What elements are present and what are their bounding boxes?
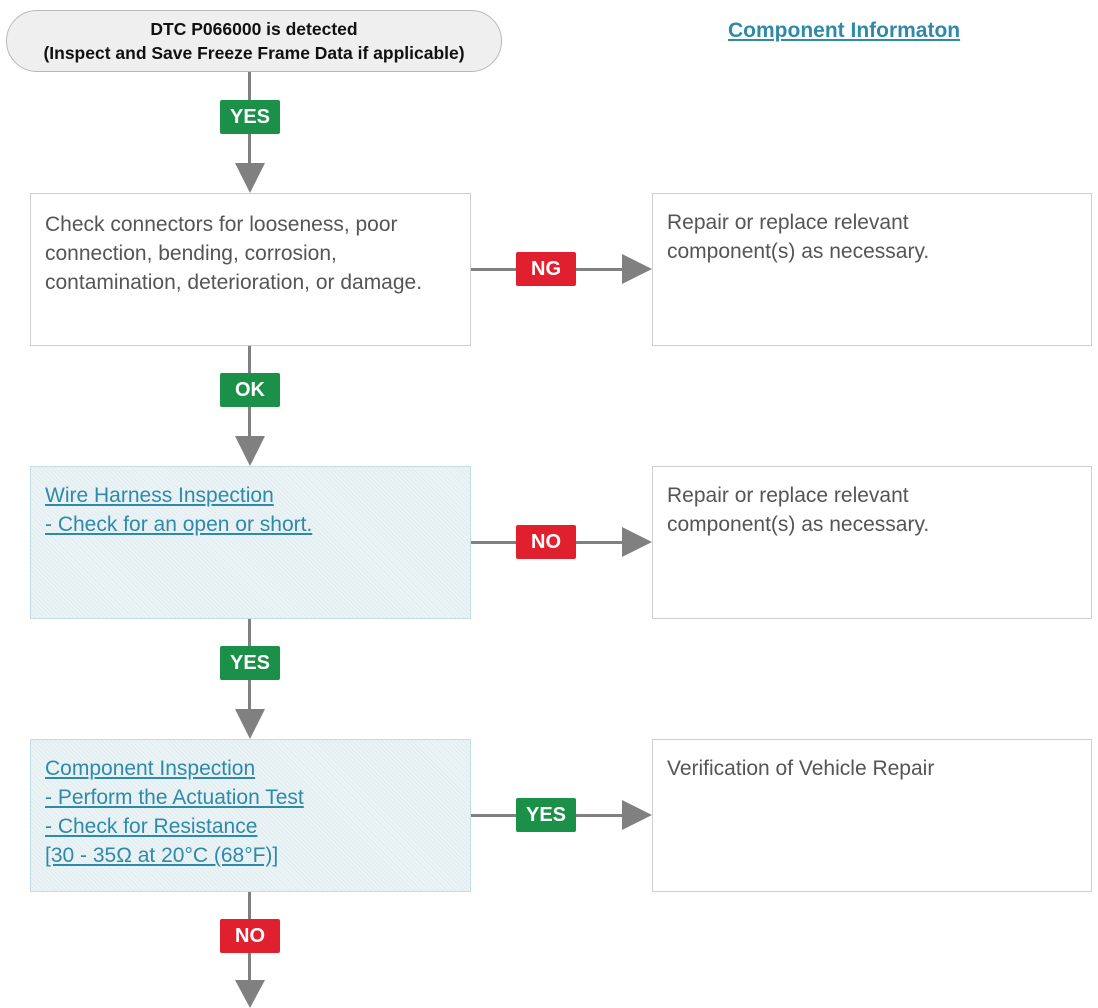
label-step1-ok: OK [220,373,280,407]
result1-repair-replace: Repair or replace relevant component(s) … [652,193,1092,346]
start-subtitle: (Inspect and Save Freeze Frame Data if a… [43,43,465,63]
component-information-link[interactable]: Component Informaton [728,19,961,42]
arrow-down-icon [235,436,265,466]
arrow-right-icon [622,527,652,557]
check-open-short-link[interactable]: - Check for an open or short. [45,513,313,536]
label-step2-no: NO [516,525,576,559]
step1-line: Check connectors for looseness, poor [45,213,398,236]
result3-verification: Verification of Vehicle Repair [652,739,1092,892]
label-step3-no: NO [220,919,280,953]
start-title: DTC P066000 is detected [150,19,358,39]
label-step1-ng: NG [516,252,576,286]
label-step3-yes: YES [516,798,576,832]
result2-line: component(s) as necessary. [667,513,930,536]
step2-wire-harness-inspection: Wire Harness Inspection - Check for an o… [30,466,471,619]
label-step2-yes: YES [220,646,280,680]
step1-line: connection, bending, corrosion, [45,242,337,265]
arrow-right-icon [622,800,652,830]
resistance-spec-link[interactable]: [30 - 35Ω at 20°C (68°F)] [45,844,279,867]
arrow-down-icon [235,709,265,739]
arrow-down-icon [235,163,265,193]
result1-line: Repair or replace relevant [667,211,909,234]
actuation-test-link[interactable]: - Perform the Actuation Test [45,786,304,809]
result1-line: component(s) as necessary. [667,240,930,263]
arrow-down-icon [235,980,265,1008]
wire-harness-inspection-link[interactable]: Wire Harness Inspection [45,484,274,507]
step1-connector-check: Check connectors for looseness, poor con… [30,193,471,346]
component-inspection-link[interactable]: Component Inspection [45,757,256,780]
start-node: DTC P066000 is detected (Inspect and Sav… [6,10,502,72]
result3-line: Verification of Vehicle Repair [667,757,935,780]
step3-component-inspection: Component Inspection - Perform the Actua… [30,739,471,892]
result2-repair-replace: Repair or replace relevant component(s) … [652,466,1092,619]
result2-line: Repair or replace relevant [667,484,909,507]
label-start-yes: YES [220,100,280,134]
check-resistance-link[interactable]: - Check for Resistance [45,815,258,838]
step1-line: contamination, deterioration, or damage. [45,271,423,294]
arrow-right-icon [622,254,652,284]
